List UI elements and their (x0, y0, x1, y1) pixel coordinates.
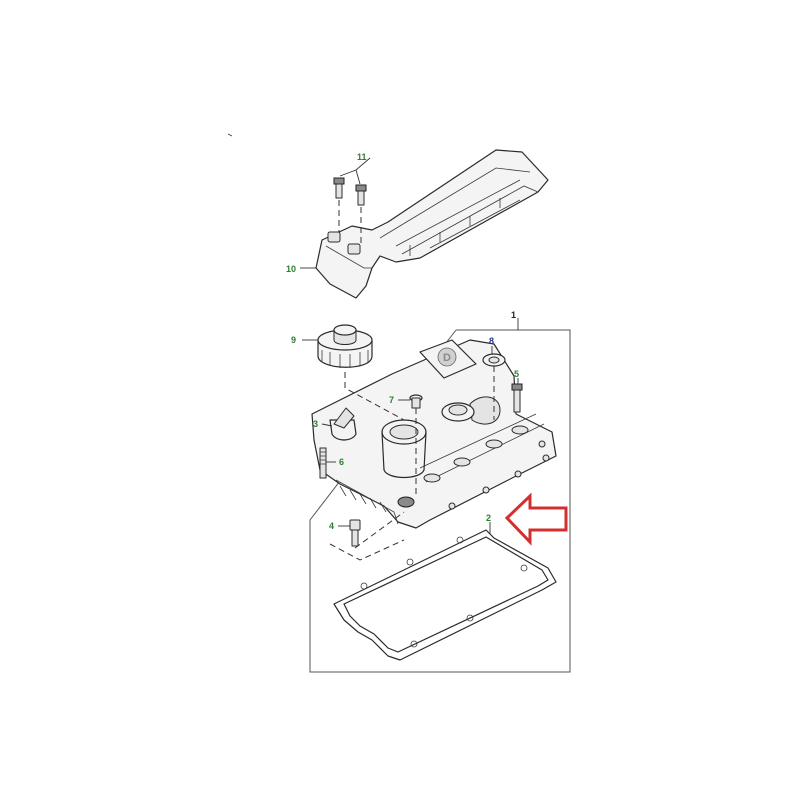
seal (482, 353, 506, 367)
stud-6 (319, 447, 327, 479)
callout-7: 7 (389, 395, 394, 405)
gasket (333, 529, 557, 661)
callout-4: 4 (329, 521, 334, 531)
cap-d-plate: D (419, 339, 477, 379)
stray-mark (227, 133, 233, 137)
bolt-5 (511, 383, 523, 413)
callout-10: 10 (286, 264, 296, 274)
plug-7 (409, 394, 423, 409)
callout-5: 5 (514, 369, 519, 379)
filler-cap (329, 407, 357, 441)
cover-bolt-right (355, 184, 367, 206)
engine-cover (315, 149, 549, 299)
callout-9: 9 (291, 335, 296, 345)
callout-6: 6 (339, 457, 344, 467)
cover-bolt-left (333, 177, 345, 199)
cap-letter: D (443, 352, 451, 364)
bolt-4 (349, 519, 361, 547)
valve-cover (311, 339, 557, 529)
assembly-frame (309, 329, 571, 673)
callout-11: 11 (357, 152, 367, 162)
callout-3: 3 (313, 419, 318, 429)
callout-8: 8 (489, 336, 494, 346)
oil-filter-cap (317, 324, 373, 368)
highlight-arrow (504, 492, 568, 546)
callout-1: 1 (511, 310, 516, 320)
callout-2: 2 (486, 513, 491, 523)
